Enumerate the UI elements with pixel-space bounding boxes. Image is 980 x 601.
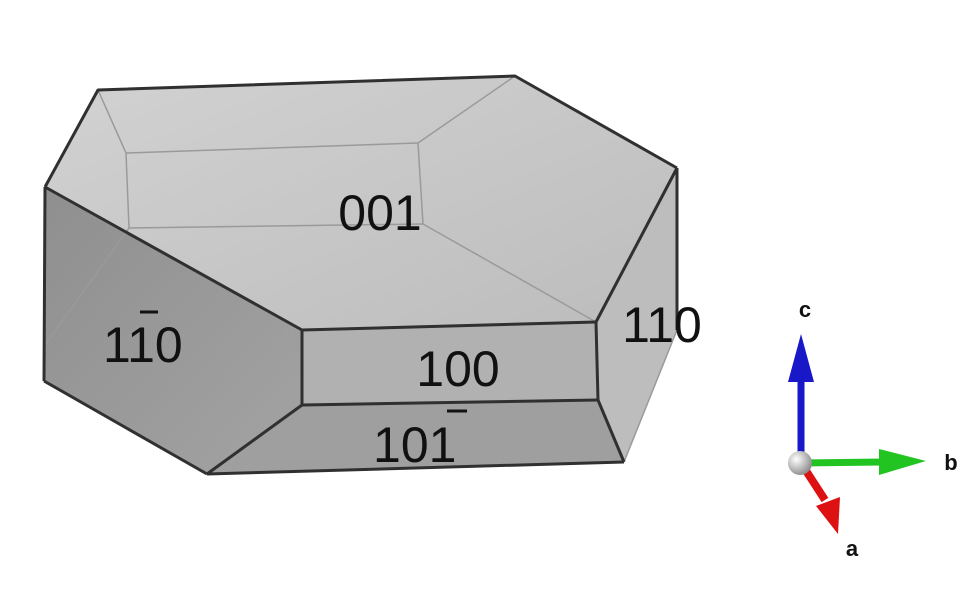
face-label-100: 100 [416, 341, 499, 397]
face-label-110: 110 [622, 297, 702, 353]
svg-text:110: 110 [103, 317, 183, 373]
axis-label-a: a [846, 536, 859, 561]
visible-edges [42, 74, 679, 476]
axis-b-arrowhead [879, 449, 926, 475]
face-label-10-1: 101 [373, 409, 467, 473]
face-10-1 [207, 400, 624, 474]
face-label-1-10-digit-1: 1 [103, 317, 129, 373]
axes-origin [788, 451, 812, 475]
face-label-001: 001 [338, 185, 421, 241]
svg-text:101: 101 [373, 417, 456, 473]
axes-triad: c b a [788, 297, 958, 561]
axis-b-shaft [800, 458, 883, 467]
face-label-1-10-digit-2: 1 [127, 317, 155, 373]
crystal: 001 110 100 110 101 [42, 74, 702, 476]
face-label-1-10-digit-3: 0 [155, 317, 183, 373]
face-110 [596, 168, 677, 462]
face-001 [45, 76, 677, 330]
face-label-10-1-digit-3: 1 [429, 417, 457, 473]
face-label-1-10: 110 [103, 310, 183, 373]
face-100 [302, 322, 598, 405]
axis-label-b: b [944, 450, 957, 475]
axis-label-c: c [799, 297, 811, 322]
hidden-edges [44, 75, 678, 463]
axis-c-arrowhead [788, 334, 814, 382]
face-label-10-1-digit-2: 0 [401, 417, 429, 473]
face-label-10-1-digit-1: 1 [373, 417, 401, 473]
face-1-10 [44, 187, 302, 474]
axis-a-arrowhead [816, 497, 840, 534]
